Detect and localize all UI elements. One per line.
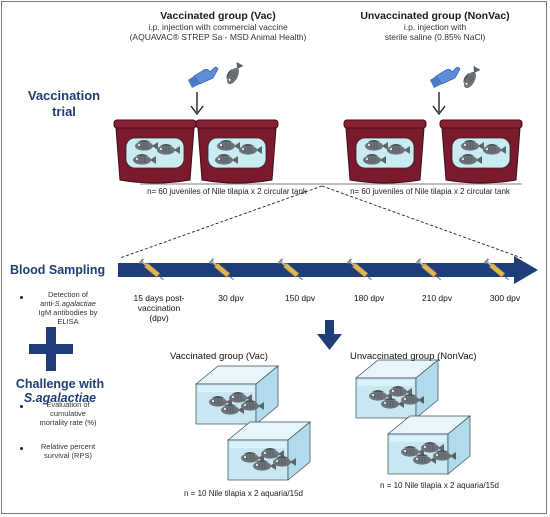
blood-sampling-title: Blood Sampling: [10, 263, 106, 277]
aquaria-vac-caption: n = 10 Nile tilapia x 2 aquaria/15d: [184, 489, 303, 498]
zoom-line-right: [321, 185, 523, 259]
vac-group-line1: i.p. injection with commercial vaccine: [148, 22, 288, 32]
blood-bullet-line2: anti-S.agalactiae: [26, 299, 110, 308]
arrow-down-icon: [317, 320, 342, 350]
challenge-bullet1-line3: mortality rate (%): [39, 418, 97, 427]
challenge-title: Challenge with S.agalactiae: [8, 377, 112, 405]
aquaria-nonvac-title: Unvaccinated group (NonVac): [350, 351, 477, 362]
zoom-line-left: [119, 185, 323, 259]
nonvac-tank-caption: n= 60 juveniles of Nile tilapia x 2 circ…: [350, 187, 510, 196]
bullet-dot: [20, 405, 23, 408]
timeline-label-3: 150 dpv: [284, 293, 316, 303]
aquarium-vac-1: [196, 366, 278, 424]
bullet-dot: [20, 447, 23, 450]
vaccination-trial-line1: Vaccination: [27, 88, 101, 103]
nonvac-group-header: Unvaccinated group (NonVac) i.p. injecti…: [345, 10, 525, 42]
nonvac-group-title: Unvaccinated group (NonVac): [360, 10, 510, 22]
aquaria-nonvac-caption: n = 10 Nile tilapia x 2 aquaria/15d: [380, 481, 499, 490]
challenge-bullet-1: Evaluation of cumulative mortality rate …: [26, 400, 110, 427]
timeline-label-6: 300 dpv: [489, 293, 521, 303]
blood-bullet: Detection of anti-S.agalactiae IgM antib…: [26, 290, 110, 326]
vaccination-trial-line2: trial: [52, 104, 76, 119]
timeline-arrow: [118, 256, 538, 284]
tank-nonvac-2: [440, 120, 522, 183]
tank-vac-2: [196, 120, 278, 183]
blood-bullet-line4: ELISA: [57, 317, 79, 326]
fish-icon: [223, 60, 245, 87]
bullet-dot: [20, 296, 23, 299]
timeline-label-1: 15 days post- vaccination (dpv): [133, 293, 185, 323]
challenge-bullet1-line2: cumulative: [50, 409, 86, 418]
glove-hand-icon: [187, 66, 219, 89]
blood-bullet-prefix: anti-: [40, 299, 55, 308]
aquarium-vac-2: [228, 422, 310, 480]
nonvac-group-line1: i.p. injection with: [403, 22, 467, 32]
challenge-title-line1: Challenge with: [15, 377, 105, 391]
timeline-label-4: 180 dpv: [353, 293, 385, 303]
vac-tank-caption: n= 60 juveniles of Nile tilapia x 2 circ…: [147, 187, 307, 196]
vac-group-line2: (AQUAVAC® STREP Sa - MSD Animal Health): [129, 32, 307, 42]
plus-icon: [29, 327, 73, 371]
arrow-down-icon: [432, 92, 446, 116]
challenge-bullet2-line1: Relative percent: [40, 442, 96, 451]
blood-bullet-line3: IgM antibodies by: [38, 308, 98, 317]
blood-bullet-pathogen: S.agalactiae: [54, 299, 96, 308]
aquaria-vac-title: Vaccinated group (Vac): [170, 351, 268, 362]
timeline-label-2: 30 dpv: [218, 293, 244, 303]
fish-icon: [460, 64, 482, 91]
aquarium-nonvac-2: [388, 416, 470, 474]
glove-hand-icon: [429, 66, 461, 89]
timeline-label-5: 210 dpv: [421, 293, 453, 303]
tank-vac-1: [114, 120, 196, 183]
blood-bullet-line1: Detection of: [47, 290, 89, 299]
vaccination-trial-label: Vaccination trial: [14, 88, 114, 120]
tank-nonvac-1: [344, 120, 426, 183]
vac-group-header: Vaccinated group (Vac) i.p. injection wi…: [118, 10, 318, 42]
vac-group-title: Vaccinated group (Vac): [160, 10, 276, 22]
arrow-down-icon: [190, 92, 204, 116]
nonvac-group-line2: sterile saline (0.85% NaCl): [384, 32, 486, 42]
challenge-title-line2: S.agalactiae: [23, 391, 97, 405]
challenge-bullet2-line2: survival (RPS): [44, 451, 92, 460]
challenge-bullet-2: Relative percent survival (RPS): [26, 442, 110, 460]
challenge-bullet1-line1: Evaluation of: [46, 400, 90, 409]
aquarium-nonvac-1: [356, 360, 438, 418]
